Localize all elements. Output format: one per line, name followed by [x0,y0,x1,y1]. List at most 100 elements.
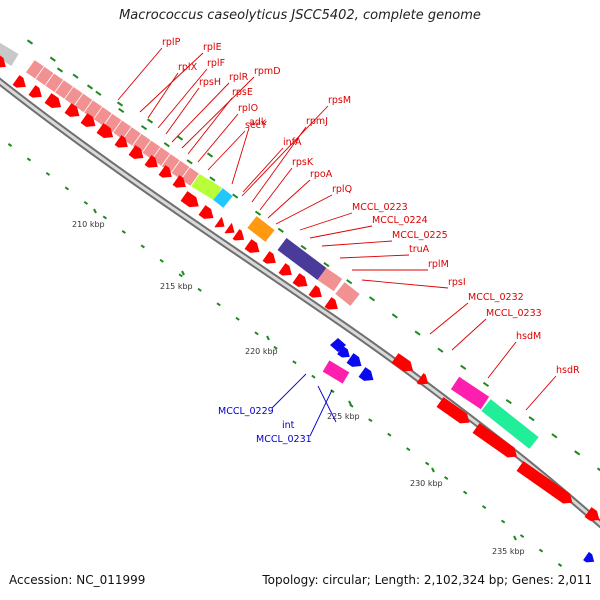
forward-gene-arrow-shape [44,93,62,108]
forward-gene-arrow [244,239,260,253]
tick-mark-outer [323,261,330,268]
reverse-gene-blue-shape [358,367,374,381]
tick-mark-inner [254,331,259,336]
label-leader [429,302,469,335]
gene-block-purple [277,238,327,280]
label-leader [339,254,410,259]
tick-mark-outer [414,330,421,336]
scale-label: 225 kbp [327,412,360,421]
gene-label-blue: int [282,420,295,431]
forward-gene-arrow [472,423,517,458]
forward-gene-arrow [292,273,308,287]
tick-mark-inner [311,374,316,379]
scale-tick [348,400,352,406]
tick-mark-inner [7,143,13,147]
label-leader [187,97,233,155]
tick-mark-outer [163,142,170,148]
label-leader-blue [271,373,307,409]
gene-label: truA [409,244,430,255]
tick-mark-outer [482,381,490,387]
tick-mark-inner [102,215,108,220]
forward-gene-arrow [232,229,245,241]
tick-mark-upper [56,67,64,73]
forward-gene-arrow-shape [292,273,308,287]
forward-gene-arrow-shape [416,373,429,385]
ribosomal-divider [92,105,104,121]
scale-tick [181,270,185,276]
gene-block-cyan [213,188,233,208]
tick-mark-inner [406,447,411,452]
tick-mark-inner [425,461,430,466]
tick-mark-outer [95,90,102,96]
label-leader [242,147,284,193]
label-leader [117,47,163,101]
label-leader [197,113,239,163]
gene-label: rplQ [332,184,352,195]
tick-mark-inner [83,200,89,205]
scale-label: 215 kbp [160,282,193,291]
forward-gene-arrow [44,93,62,108]
tick-mark-outer [574,450,581,456]
label-leader [207,130,246,171]
label-leader [241,105,329,197]
tick-mark-upper [176,135,184,141]
tick-mark-inner [368,418,373,423]
label-leader [259,167,293,211]
tick-mark-inner [557,563,563,567]
gene-label-blue: MCCL_0231 [256,434,312,445]
tick-mark-outer [551,433,558,439]
tick-mark-outer [254,210,262,216]
forward-gene-arrow-shape [0,55,6,68]
ribosomal-divider [73,92,84,107]
forward-gene-arrow-shape [224,223,235,234]
tick-mark-inner [387,432,392,437]
genome-summary-text: Topology: circular; Length: 2,102,324 bp… [262,573,592,587]
tick-mark-inner [273,345,278,350]
label-leader-blue [317,385,337,423]
forward-gene-arrow-shape [180,191,199,208]
forward-gene-arrow [324,297,338,310]
scale-tick [93,208,97,214]
gene-label: hsdM [516,331,541,342]
forward-gene-arrow-shape [128,145,144,159]
ribosomal-divider [131,132,143,147]
tick-mark-inner [444,476,449,481]
forward-gene-arrow-shape [214,217,225,228]
forward-gene-arrow-shape [172,175,186,188]
forward-gene-arrow-shape [516,461,573,504]
forward-gene-arrow [64,103,80,117]
forward-gene-arrow-shape [80,113,96,127]
forward-gene-arrow-shape [324,297,338,310]
tick-mark-outer [140,125,148,131]
tick-mark-inner [121,229,126,234]
forward-gene-arrow [416,373,429,385]
gene-label-blue: MCCL_0229 [218,406,274,417]
tick-mark-inner [159,258,164,263]
label-leader [267,179,311,219]
forward-gene-arrow [516,461,573,504]
forward-gene-arrow [158,165,172,178]
ribosomal-divider [112,119,123,134]
scale-tick [513,535,517,541]
label-leader [309,225,373,239]
tick-mark-outer [232,193,239,199]
label-leader [525,375,557,411]
ribosomal-divider [160,152,172,168]
tick-mark-inner [197,287,202,292]
forward-gene-arrow [180,191,199,208]
gene-label: secY [245,120,267,131]
reverse-gene-blue-shape [583,551,595,563]
gene-label: rpsE [232,87,253,98]
forward-gene-arrow [262,251,276,264]
ribosomal-divider [82,99,94,114]
scale-label: 230 kbp [410,479,443,488]
gene-label: rpmD [254,66,281,77]
scale-label: 235 kbp [492,547,525,556]
ribosomal-divider [24,58,36,74]
forward-gene-arrow-shape [262,251,276,264]
tick-mark-inner [292,360,297,365]
tick-mark-upper [206,152,214,158]
tick-mark-outer [391,313,398,319]
